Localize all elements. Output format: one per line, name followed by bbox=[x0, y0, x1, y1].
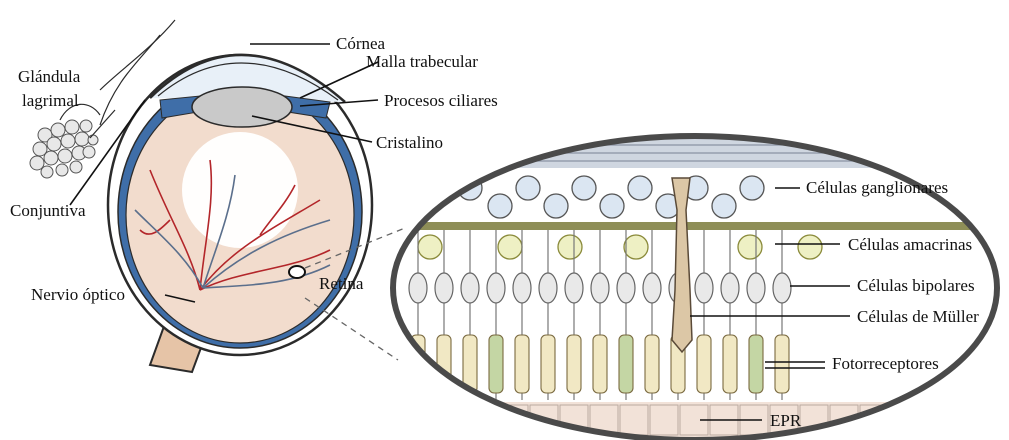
amacrine-cell bbox=[418, 235, 442, 259]
eye-cross-section bbox=[108, 55, 372, 372]
photoreceptor bbox=[541, 335, 555, 393]
amacrine-cell bbox=[558, 235, 582, 259]
bipolar-cell bbox=[773, 273, 791, 303]
label-conjunctiva: Conjuntiva bbox=[10, 201, 86, 220]
bipolar-cell bbox=[617, 273, 635, 303]
ganglion-cell bbox=[488, 194, 512, 218]
photoreceptor bbox=[619, 335, 633, 393]
bipolar-cell bbox=[747, 273, 765, 303]
label-rpe: EPR bbox=[770, 411, 802, 430]
label-ciliary-processes: Procesos ciliares bbox=[384, 91, 498, 110]
label-cornea: Córnea bbox=[336, 34, 386, 53]
bipolar-cell bbox=[643, 273, 661, 303]
bipolar-cell bbox=[487, 273, 505, 303]
label-bipolar-cells: Células bipolares bbox=[857, 276, 975, 295]
photoreceptor bbox=[593, 335, 607, 393]
bipolar-cell bbox=[435, 273, 453, 303]
optic-disc-highlight bbox=[182, 132, 298, 248]
amacrine-cell bbox=[624, 235, 648, 259]
rpe-cell bbox=[890, 405, 918, 435]
ganglion-cell bbox=[740, 176, 764, 200]
photoreceptor bbox=[567, 335, 581, 393]
photoreceptor bbox=[749, 335, 763, 393]
bipolar-cell bbox=[591, 273, 609, 303]
rpe-cell bbox=[470, 405, 498, 435]
retina-sample-marker bbox=[289, 266, 305, 278]
label-optic-nerve: Nervio óptico bbox=[31, 285, 125, 304]
ganglion-cell bbox=[628, 176, 652, 200]
label-muller-cells: Células de Müller bbox=[857, 307, 979, 326]
label-retina: Retina bbox=[319, 274, 364, 293]
amacrine-cell bbox=[738, 235, 762, 259]
bipolar-cell bbox=[721, 273, 739, 303]
ganglion-cell bbox=[712, 194, 736, 218]
photoreceptor bbox=[723, 335, 737, 393]
photoreceptor bbox=[437, 335, 451, 393]
zoom-connector-bottom bbox=[305, 298, 398, 360]
ganglion-cell bbox=[516, 176, 540, 200]
photoreceptor bbox=[775, 335, 789, 393]
ganglion-cell bbox=[572, 176, 596, 200]
label-trabecular-mesh: Malla trabecular bbox=[366, 52, 478, 71]
ganglion-cell bbox=[600, 194, 624, 218]
photoreceptor bbox=[489, 335, 503, 393]
bipolar-cell bbox=[513, 273, 531, 303]
amacrine-cell bbox=[798, 235, 822, 259]
rpe-cell bbox=[650, 405, 678, 435]
label-lens: Cristalino bbox=[376, 133, 443, 152]
bipolar-cell bbox=[695, 273, 713, 303]
bipolar-cell bbox=[461, 273, 479, 303]
amacrine-cell bbox=[498, 235, 522, 259]
rpe-cell bbox=[920, 405, 948, 435]
label-photoreceptors: Fotorreceptores bbox=[832, 354, 939, 373]
rpe-cell bbox=[620, 405, 648, 435]
label-ganglion-cells: Células ganglionares bbox=[806, 178, 948, 197]
bipolar-cell bbox=[565, 273, 583, 303]
bipolar-cell bbox=[409, 273, 427, 303]
photoreceptor bbox=[515, 335, 529, 393]
label-gland-line1: Glándula bbox=[18, 67, 81, 86]
ganglion-cell bbox=[544, 194, 568, 218]
photoreceptor bbox=[645, 335, 659, 393]
label-gland-line2: lagrimal bbox=[22, 91, 79, 110]
photoreceptor bbox=[697, 335, 711, 393]
bipolar-cell bbox=[539, 273, 557, 303]
label-amacrine-cells: Células amacrinas bbox=[848, 235, 972, 254]
